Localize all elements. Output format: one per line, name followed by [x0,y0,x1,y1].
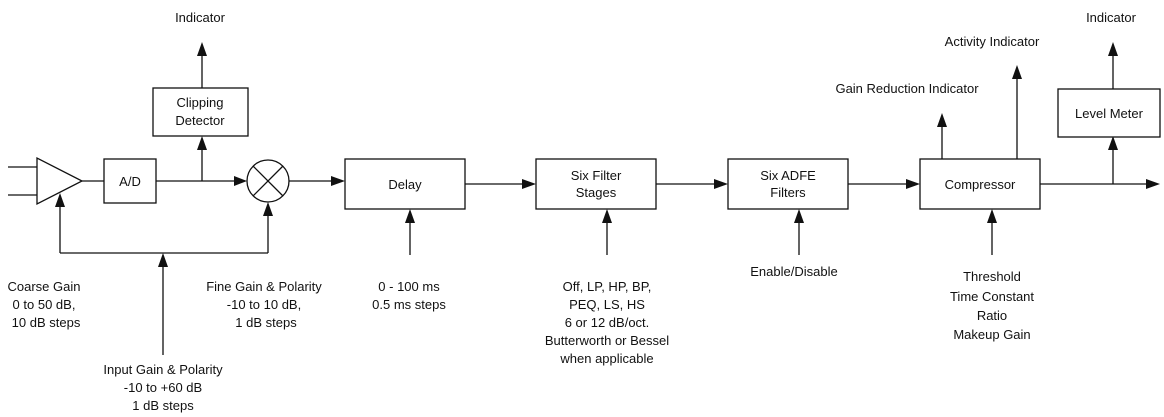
delay-control-arrowhead [405,209,415,223]
clip-indicator-label: Indicator [175,10,226,25]
delay-range-line2: 0.5 ms steps [372,297,446,312]
input-gain-line3: 1 dB steps [132,398,194,413]
delay-input-arrowhead [331,176,345,186]
compressor-control-arrowhead [987,209,997,223]
coarse-gain-annotation: Coarse Gain 0 to 50 dB, 10 dB steps [8,279,81,330]
adfe-filters-block: Six ADFE Filters [727,158,849,210]
ad-converter-label: A/D [119,174,141,189]
gain-reduction-indicator-label: Gain Reduction Indicator [835,81,979,96]
delay-range-line1: 0 - 100 ms [378,279,440,294]
gain-reduction-arrowhead [937,113,947,127]
compressor-annotation: Threshold Time Constant Ratio Makeup Gai… [950,269,1034,342]
adfe-enable-label: Enable/Disable [750,264,837,279]
level-indicator-label: Indicator [1086,10,1137,25]
filters-options-line3: 6 or 12 dB/oct. [565,315,650,330]
input-gain-arrowhead [158,253,168,267]
compressor-param-line2: Time Constant [950,289,1034,304]
clipping-detector-label-line2: Detector [175,113,225,128]
multiplier-symbol [246,159,290,203]
adfe-input-arrowhead [714,179,728,189]
filter-stages-label-line2: Stages [576,185,617,200]
compressor-label: Compressor [945,177,1016,192]
fine-gain-annotation: Fine Gain & Polarity -10 to 10 dB, 1 dB … [206,279,322,330]
level-meter-branch-arrowhead [1108,136,1118,150]
level-indicator-arrowhead [1108,42,1118,56]
clipping-detector-block: Clipping Detector [152,87,249,137]
activity-arrowhead [1012,65,1022,79]
input-lines [8,166,37,196]
coarse-gain-line2: 0 to 50 dB, [13,297,76,312]
input-gain-line2: -10 to +60 dB [124,380,202,395]
clip-branch-arrowhead [197,136,207,150]
compressor-input-arrowhead [906,179,920,189]
coarse-gain-line1: Coarse Gain [8,279,81,294]
input-gain-annotation: Input Gain & Polarity -10 to +60 dB 1 dB… [103,362,223,413]
activity-indicator-label: Activity Indicator [945,34,1040,49]
input-gain-line1: Input Gain & Polarity [103,362,223,377]
adfe-filters-label-line2: Filters [770,185,806,200]
filter-stages-label-line1: Six Filter [571,168,622,183]
compressor-param-line4: Makeup Gain [953,327,1030,342]
delay-block: Delay [344,158,466,210]
filters-options-line5: when applicable [559,351,653,366]
fine-gain-line1: Fine Gain & Polarity [206,279,322,294]
fine-gain-arrowhead [263,202,273,216]
coarse-gain-line3: 10 dB steps [12,315,81,330]
adfe-annotation: Enable/Disable [750,264,837,279]
multiplier-input-arrowhead [234,176,247,186]
filters-control-arrowhead [602,209,612,223]
filters-options-line2: PEQ, LS, HS [569,297,645,312]
delay-annotation: 0 - 100 ms 0.5 ms steps [372,279,446,312]
output-arrowhead [1146,179,1160,189]
filters-options-line1: Off, LP, HP, BP, [563,279,652,294]
delay-label: Delay [388,177,422,192]
input-amplifier-triangle [36,156,84,206]
adfe-control-arrowhead [794,209,804,223]
clip-indicator-arrowhead [197,42,207,56]
fine-gain-line3: 1 dB steps [235,315,297,330]
filter-stages-block: Six Filter Stages [535,158,657,210]
filters-annotation: Off, LP, HP, BP, PEQ, LS, HS 6 or 12 dB/… [545,279,669,366]
level-meter-label: Level Meter [1075,106,1144,121]
adfe-filters-label-line1: Six ADFE [760,168,816,183]
clipping-detector-label-line1: Clipping [177,95,224,110]
filters-options-line4: Butterworth or Bessel [545,333,669,348]
ad-converter-block: A/D [103,158,157,204]
coarse-gain-arrowhead [55,193,65,207]
filters-input-arrowhead [522,179,536,189]
compressor-param-line1: Threshold [963,269,1021,284]
compressor-block: Compressor [919,158,1041,210]
compressor-param-line3: Ratio [977,308,1007,323]
level-meter-block: Level Meter [1057,88,1161,138]
fine-gain-line2: -10 to 10 dB, [227,297,301,312]
